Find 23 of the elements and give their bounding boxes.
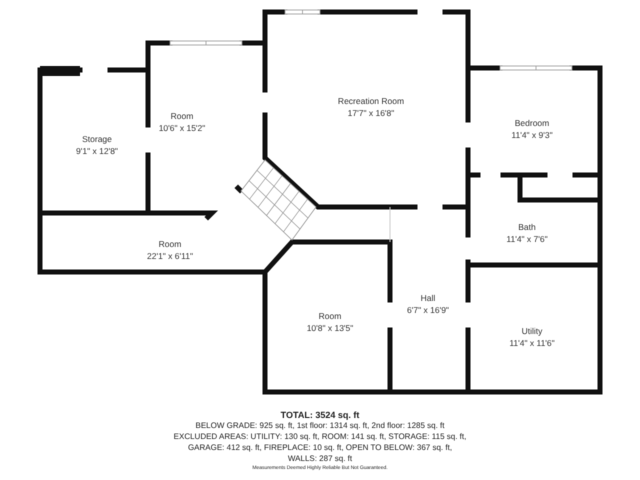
room-dimensions: 17'7" x 16'8" <box>346 107 396 119</box>
total-area: TOTAL: 3524 sq. ft <box>0 410 640 420</box>
room-name: Room <box>170 110 194 122</box>
room-name: Room <box>158 238 182 250</box>
room-dimensions: 22'1" x 6'11" <box>147 250 193 262</box>
room-dimensions: 9'1" x 12'8" <box>76 145 118 157</box>
area-summary: GARAGE: 412 sq. ft, FIREPLACE: 10 sq. ft, OPEN TO BELOW: 367 sq. ft, <box>186 443 454 452</box>
room-name: Bedroom <box>514 117 550 129</box>
room-dimensions: 11'4" x 11'6" <box>509 337 555 349</box>
room-dimensions: 11'4" x 7'6" <box>506 233 548 245</box>
room-name: Storage <box>81 133 113 145</box>
room-dimensions: 10'6" x 15'2" <box>158 122 206 134</box>
room-name: Recreation Room <box>338 95 404 107</box>
room-name: Room <box>318 310 342 322</box>
room-dimensions: 11'4" x 9'3" <box>511 129 553 141</box>
room-dimensions: 6'7" x 16'9" <box>407 304 449 316</box>
room-name: Utility <box>520 325 544 337</box>
area-summary: EXCLUDED AREAS: UTILITY: 130 sq. ft, ROOM: 141 sq. ft, STORAGE: 115 sq. ft, <box>172 432 468 441</box>
room-name: Bath <box>517 221 537 233</box>
room-name: Hall <box>420 292 436 304</box>
area-summary: WALLS: 287 sq. ft <box>286 454 354 463</box>
area-summary: BELOW GRADE: 925 sq. ft, 1st floor: 1314 sq. ft, 2nd floor: 1285 sq. ft <box>194 421 446 430</box>
room-dimensions: 10'8" x 13'5" <box>306 322 354 334</box>
